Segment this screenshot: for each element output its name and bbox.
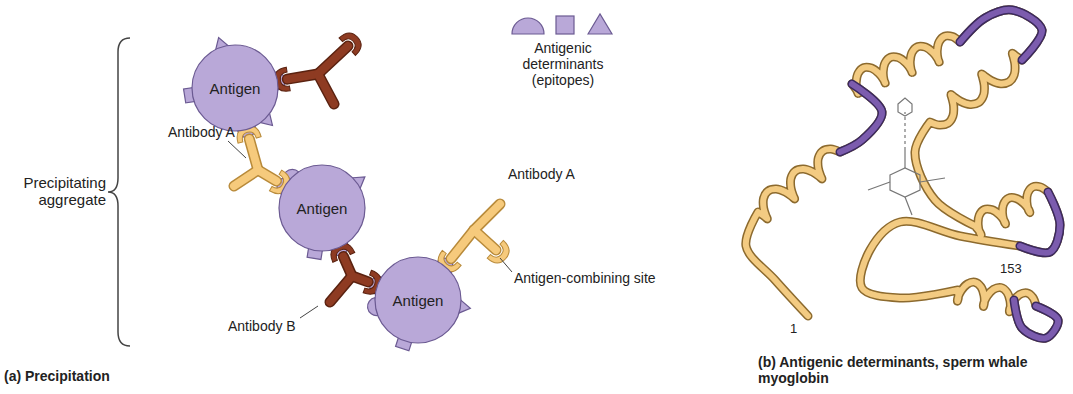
antigen-label: Antigen	[297, 200, 348, 217]
site-label: Antigen-combining site	[514, 270, 684, 286]
antibody	[272, 28, 365, 104]
antigenic-determinant	[840, 84, 882, 152]
leader-lines	[228, 141, 512, 318]
panel-caption: (b) Antigenic determinants, sperm whale …	[758, 354, 1058, 386]
leader-line	[228, 141, 246, 158]
antibodies	[234, 28, 514, 302]
antigen-label: Antigen	[210, 80, 261, 97]
antigen-combining-site	[487, 240, 514, 267]
epitope-shape	[512, 18, 544, 34]
antigenic-determinant	[1014, 300, 1058, 338]
heme-group	[868, 98, 945, 215]
epitopes	[184, 35, 472, 351]
antigenic-determinant	[1020, 192, 1060, 253]
antigen-circle: Antigen	[278, 164, 366, 252]
antigen-circle: Antigen	[374, 256, 462, 344]
antigenic-determinant	[1020, 192, 1060, 253]
residue-number: 1	[790, 322, 810, 337]
legend-text: Antigenic determinants (epitopes)	[492, 40, 634, 88]
epitope-shape	[556, 16, 574, 34]
antibody-label: Antibody A	[508, 166, 598, 182]
panel-caption: (a) Precipitation	[4, 368, 204, 384]
group-label: Precipitating aggregate	[0, 174, 106, 209]
epitope-shape	[588, 14, 612, 34]
antigen-label: Antigen	[393, 292, 444, 309]
residue-number: 153	[1000, 262, 1040, 277]
antigenic-determinant	[1014, 300, 1058, 338]
antigen-circle: Antigen	[191, 44, 279, 132]
antigenic-determinant	[960, 10, 1042, 60]
myoglobin-ribbon	[746, 10, 1060, 339]
antibody-label: Antibody B	[228, 318, 318, 334]
antibody	[434, 204, 514, 276]
bracket	[108, 38, 130, 346]
antigenic-determinant	[840, 84, 882, 152]
antibody-label: Antibody A	[168, 124, 258, 140]
legend-shapes	[512, 14, 612, 34]
antigenic-determinant	[960, 10, 1042, 60]
leader-line	[300, 306, 318, 318]
antigen-combining-site	[339, 28, 366, 55]
leader-line	[500, 258, 512, 272]
